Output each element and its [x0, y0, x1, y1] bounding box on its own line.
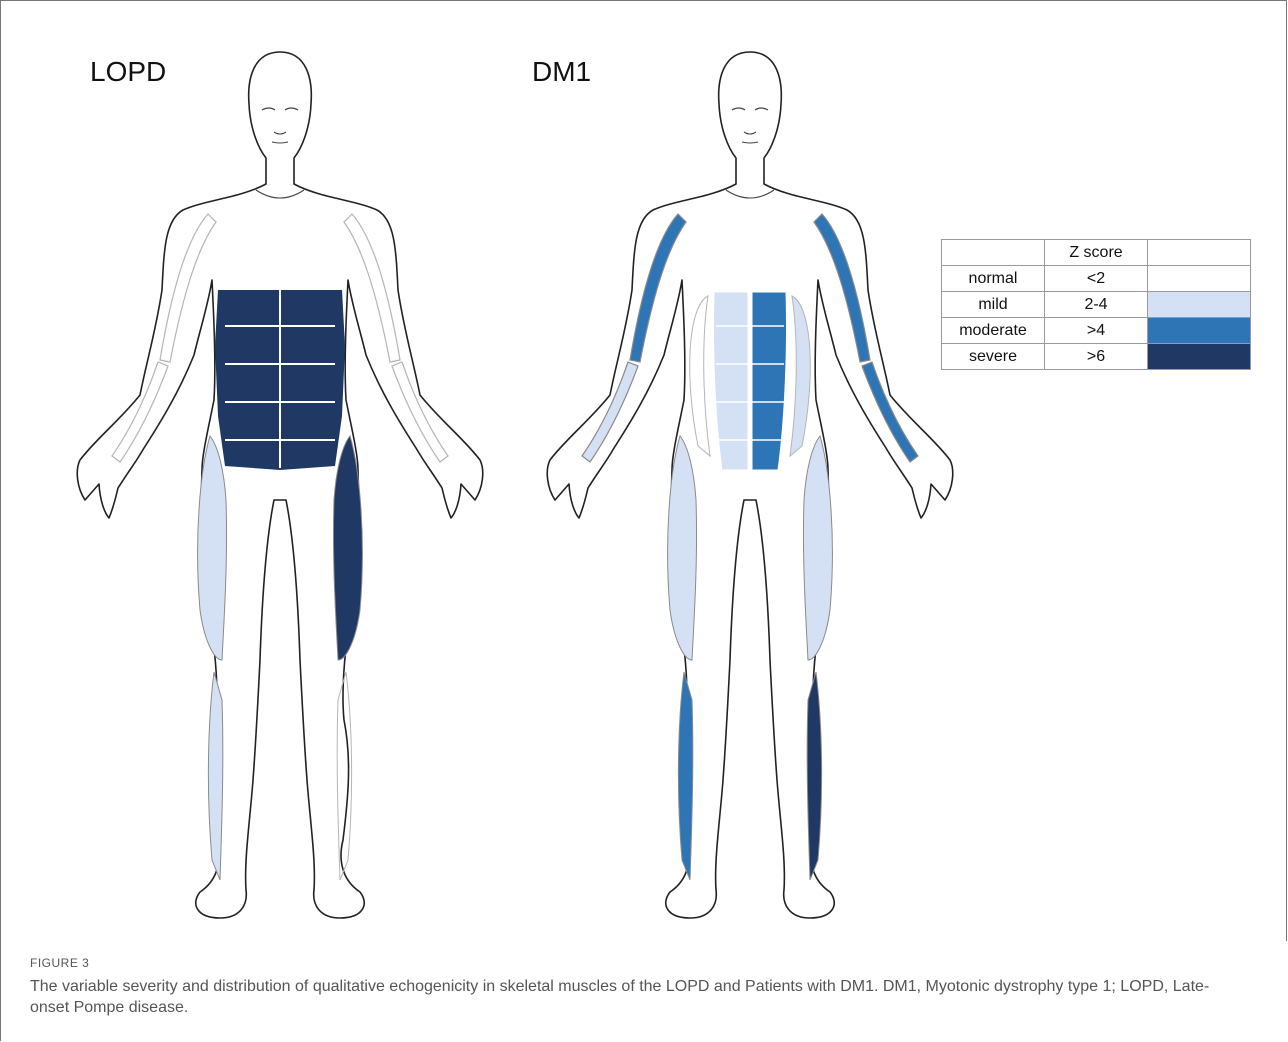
figure-caption: The variable severity and distribution o… [30, 976, 1230, 1018]
legend-row-mild: mild 2-4 [942, 292, 1251, 318]
muscle-right-tibialis-anterior [208, 672, 222, 880]
legend-header-color [1148, 240, 1251, 266]
legend-z: <2 [1045, 266, 1148, 292]
panel-title-lopd: LOPD [90, 56, 166, 88]
muscle-right-rectus-abdominis [713, 292, 748, 470]
severity-legend-table: Z score normal <2 mild 2-4 moderate >4 s… [941, 239, 1251, 370]
legend-row-normal: normal <2 [942, 266, 1251, 292]
legend-swatch-normal [1148, 266, 1251, 292]
muscle-right-tibialis-anterior [678, 672, 692, 880]
legend-z: 2-4 [1045, 292, 1148, 318]
legend-header-label [942, 240, 1045, 266]
legend-label: moderate [942, 318, 1045, 344]
muscle-left-rectus-abdominis [752, 292, 787, 470]
body-lopd [77, 52, 482, 918]
body-diagrams [0, 0, 1288, 940]
figure-label: FIGURE 3 [30, 956, 89, 970]
legend-label: severe [942, 344, 1045, 370]
legend-swatch-mild [1148, 292, 1251, 318]
legend-row-severe: severe >6 [942, 344, 1251, 370]
legend-header-zscore: Z score [1045, 240, 1148, 266]
legend-z: >4 [1045, 318, 1148, 344]
legend-row-moderate: moderate >4 [942, 318, 1251, 344]
muscle-left-tibialis-anterior [807, 672, 821, 880]
body-outline [77, 52, 482, 918]
legend-label: normal [942, 266, 1045, 292]
legend-header-row: Z score [942, 240, 1251, 266]
legend-label: mild [942, 292, 1045, 318]
legend-swatch-severe [1148, 344, 1251, 370]
body-dm1 [547, 52, 952, 918]
panel-title-dm1: DM1 [532, 56, 591, 88]
legend-swatch-moderate [1148, 318, 1251, 344]
legend-z: >6 [1045, 344, 1148, 370]
muscle-abdominal-wall [215, 290, 345, 470]
body-outline [547, 52, 952, 918]
